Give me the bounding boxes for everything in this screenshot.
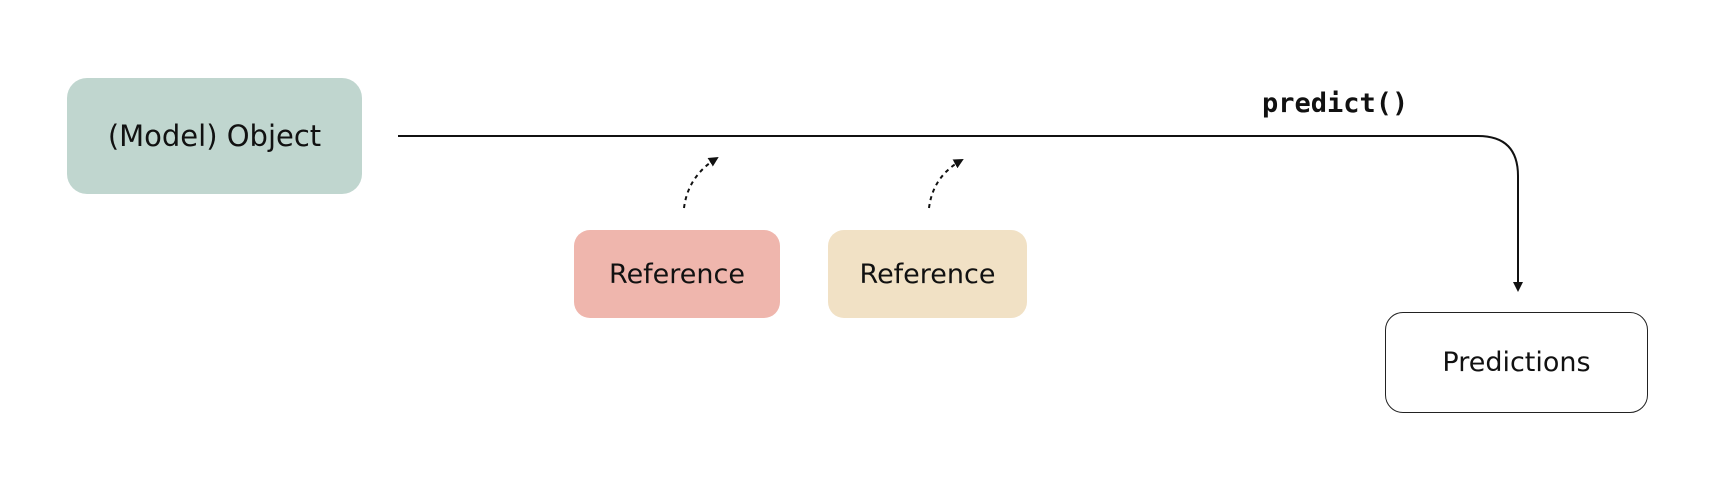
reference-1-label: Reference	[609, 258, 745, 290]
predict-arrow	[398, 135, 1523, 292]
reference-1-dotted-arrow	[683, 156, 719, 209]
reference-node-2: Reference	[828, 230, 1027, 318]
model-object-label: (Model) Object	[107, 119, 322, 153]
reference-2-label: Reference	[859, 258, 996, 290]
reference-2-dotted-arrow	[928, 159, 964, 209]
model-object-node: (Model) Object	[67, 78, 362, 194]
predict-method-label: predict()	[1262, 88, 1409, 119]
predictions-node: Predictions	[1385, 312, 1648, 413]
predictions-label: Predictions	[1442, 347, 1591, 378]
reference-node-1: Reference	[574, 230, 780, 318]
